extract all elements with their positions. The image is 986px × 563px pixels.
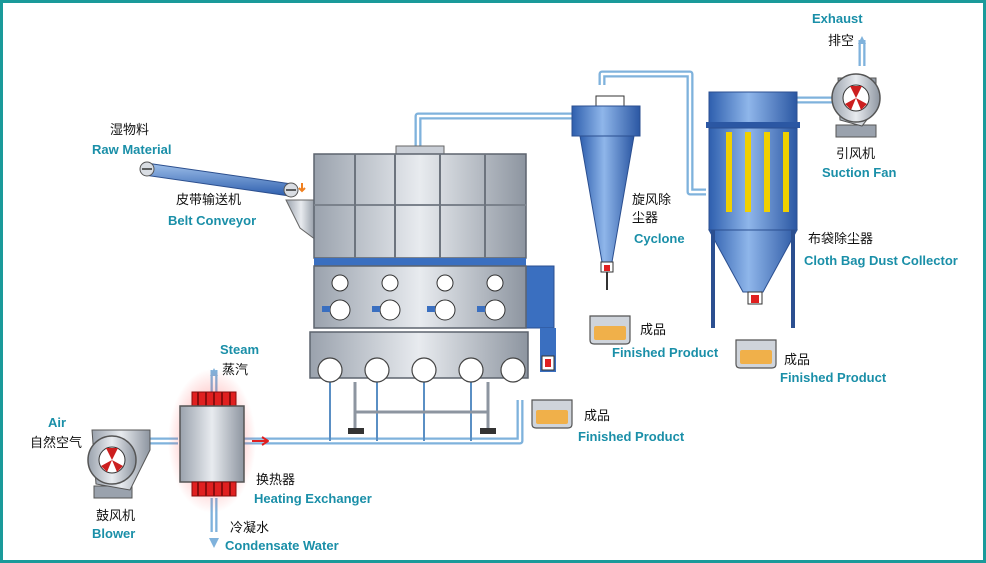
feed-hopper	[285, 199, 317, 241]
cyclone-label-cn-1: 旋风除	[632, 193, 671, 208]
condensate-label-en: Condensate Water	[225, 538, 339, 553]
suction-fan	[831, 73, 881, 138]
product-2-label-en: Finished Product	[780, 370, 887, 385]
fan-blades	[845, 86, 867, 110]
bag-collector-label-en: Cloth Bag Dust Collector	[804, 253, 958, 268]
pipe-heater-to-dryer	[244, 400, 524, 445]
heat-exchanger-label-cn: 换热器	[256, 473, 295, 488]
raw-material-label-en: Raw Material	[92, 142, 171, 157]
heat-exchanger-label-en: Heating Exchanger	[254, 491, 372, 506]
product-3-label-en: Finished Product	[578, 429, 685, 444]
condensate-arrow	[209, 538, 219, 548]
steam-label-en: Steam	[220, 342, 259, 357]
product-2-label-cn: 成品	[784, 353, 810, 368]
blower-label-en: Blower	[92, 526, 135, 541]
exhaust-label-en: Exhaust	[812, 11, 863, 26]
exhaust-label-cn: 排空	[828, 34, 854, 49]
bag-collector-label-cn: 布袋除尘器	[808, 232, 873, 247]
bag-dust-collector	[706, 91, 800, 328]
belt-conveyor	[139, 161, 306, 198]
product-tray-collector	[735, 339, 777, 369]
condensate-label-cn: 冷凝水	[230, 520, 269, 536]
fluid-bed-dryer	[285, 145, 556, 434]
belt-conveyor-label-en: Belt Conveyor	[168, 213, 256, 228]
raw-material-label-cn: 湿物料	[110, 123, 149, 138]
cyclone	[571, 95, 641, 290]
air-label-en: Air	[48, 415, 66, 430]
blower-blades	[101, 448, 123, 472]
exhaust-arrow	[858, 36, 866, 44]
air-label-cn: 自然空气	[30, 435, 82, 451]
labels: Exhaust 排空 湿物料 Raw Material 皮带输送机 Belt C…	[30, 11, 958, 553]
cyclone-label-en: Cyclone	[634, 231, 685, 246]
suction-fan-label-cn: 引风机	[836, 147, 875, 162]
pipe-dryer-to-cyclone	[414, 112, 572, 146]
product-tray-dryer	[531, 399, 573, 429]
blower	[87, 429, 151, 499]
product-1-label-cn: 成品	[640, 323, 666, 338]
steam-label-cn: 蒸汽	[222, 363, 248, 378]
product-1-label-en: Finished Product	[612, 345, 719, 360]
belt-conveyor-label-cn: 皮带输送机	[176, 192, 241, 208]
blower-label-cn: 鼓风机	[96, 509, 135, 524]
product-tray-cyclone	[589, 315, 631, 345]
product-3-label-cn: 成品	[584, 409, 610, 424]
cyclone-label-cn-2: 尘器	[632, 211, 658, 226]
heat-exchanger	[168, 369, 256, 513]
suction-fan-label-en: Suction Fan	[822, 165, 896, 180]
